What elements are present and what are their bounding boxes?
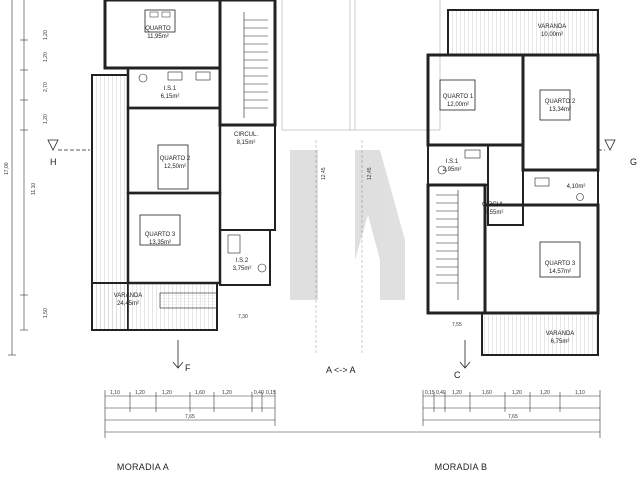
dim-b-row-0: 0,15 (425, 390, 435, 396)
room-a-varanda-name: VARANDA (114, 293, 143, 299)
room-a-quarto2-name: QUARTO 2 (160, 156, 191, 162)
room-a-quarto3-name: QUARTO 3 (145, 232, 176, 238)
room-a-varanda-area: 24,45m² (117, 301, 139, 307)
dim-b-row-6: 1,10 (575, 390, 585, 396)
dim-a-total: 7,65 (185, 414, 195, 420)
dim-a-row-3: 1,60 (195, 390, 205, 396)
bottom-dimension-texts: 1,10 1,20 1,20 1,60 1,20 0,40 0,15 0,15 … (110, 390, 585, 420)
dim-a-small: 7,30 (238, 314, 248, 320)
bottom-dimension-lines (104, 390, 601, 438)
room-b-varanda1-name: VARANDA (538, 24, 567, 30)
dim-a-row-6: 0,15 (266, 390, 276, 396)
room-a-circul-area: 8,15m² (237, 140, 256, 146)
moradia-b-plan (426, 9, 600, 356)
section-g-label: G (630, 157, 637, 167)
left-dimension-texts: 17,00 11,10 1,20 1,20 2,70 1,20 1,50 12,… (4, 30, 373, 318)
section-f-label: F (185, 363, 191, 373)
dim-left-5: 1,20 (43, 114, 49, 124)
room-a-circul-name: CIRCUL. (234, 132, 258, 138)
dim-left-1: 11,10 (31, 183, 37, 195)
room-a-quarto-area: 11,95m² (147, 34, 169, 40)
room-a-quarto-name: QUARTO (145, 26, 171, 32)
section-aa-label: A <-> A (326, 365, 356, 375)
dim-b-small: 7,55 (452, 322, 462, 328)
room-b-is1-name: I.S.1 (446, 159, 459, 165)
room-b-circul-area: 8,55m² (485, 210, 504, 216)
moradia-a-plan (91, 0, 277, 331)
room-b-quarto1-name: QUARTO 1 (443, 94, 474, 100)
watermark-logo (290, 150, 405, 300)
room-a-is2-area: 3,75m² (233, 266, 252, 272)
dim-b-total: 7,65 (508, 414, 518, 420)
room-b-quarto2-name: QUARTO 2 (545, 99, 576, 105)
room-b-varanda1-area: 10,00m² (541, 32, 563, 38)
dim-left-3: 1,20 (43, 52, 49, 62)
dim-a-row-2: 1,20 (162, 390, 172, 396)
room-a-quarto2-area: 12,50m² (164, 164, 186, 170)
room-b-quarto1-area: 12,00m² (447, 102, 469, 108)
dim-b-row-5: 1,20 (540, 390, 550, 396)
dim-b-row-4: 1,20 (512, 390, 522, 396)
room-b-circul-name: CIRCUL. (482, 202, 506, 208)
dim-left-2: 1,20 (43, 30, 49, 40)
dim-a-row-4: 1,20 (222, 390, 232, 396)
caption-moradia-b: MORADIA B (435, 462, 488, 472)
room-a-quarto3-area: 13,35m² (149, 240, 171, 246)
room-a-is1-name: I.S.1 (164, 86, 177, 92)
dim-left-6: 1,50 (43, 308, 49, 318)
room-b-small-area: 4,10m² (567, 184, 586, 190)
left-dimension-lines (8, 0, 28, 356)
section-markers (47, 139, 616, 369)
dim-left-4: 2,70 (43, 82, 49, 92)
dim-a-row-1: 1,20 (135, 390, 145, 396)
room-b-varanda2-area: 6,75m² (551, 339, 570, 345)
room-b-quarto2-area: 13,34m² (549, 107, 571, 113)
room-b-quarto3-area: 14,57m² (549, 269, 571, 275)
dim-center-0: 12,45 (321, 167, 327, 180)
dim-b-row-1: 0,40 (436, 390, 446, 396)
room-b-is1-area: 2,95m² (443, 167, 462, 173)
dim-b-row-2: 1,20 (452, 390, 462, 396)
caption-moradia-a: MORADIA A (117, 462, 169, 472)
section-h-label: H (50, 157, 57, 167)
dim-left-0: 17,00 (4, 162, 10, 175)
central-yard (281, 0, 441, 355)
room-a-is1-area: 6,15m² (161, 94, 180, 100)
dim-center-1: 12,45 (367, 167, 373, 180)
dim-b-row-3: 1,60 (482, 390, 492, 396)
section-c-label: C (454, 370, 461, 380)
room-b-quarto3-name: QUARTO 3 (545, 261, 576, 267)
dim-a-row-0: 1,10 (110, 390, 120, 396)
room-a-is2-name: I.S.2 (236, 258, 249, 264)
moradia-a-labels: QUARTO 11,95m² I.S.1 6,15m² CIRCUL. 8,15… (114, 26, 259, 320)
moradia-b-labels: VARANDA 10,00m² QUARTO 1 12,00m² QUARTO … (443, 24, 586, 345)
room-b-varanda2-name: VARANDA (546, 331, 575, 337)
dim-a-row-5: 0,40 (254, 390, 264, 396)
